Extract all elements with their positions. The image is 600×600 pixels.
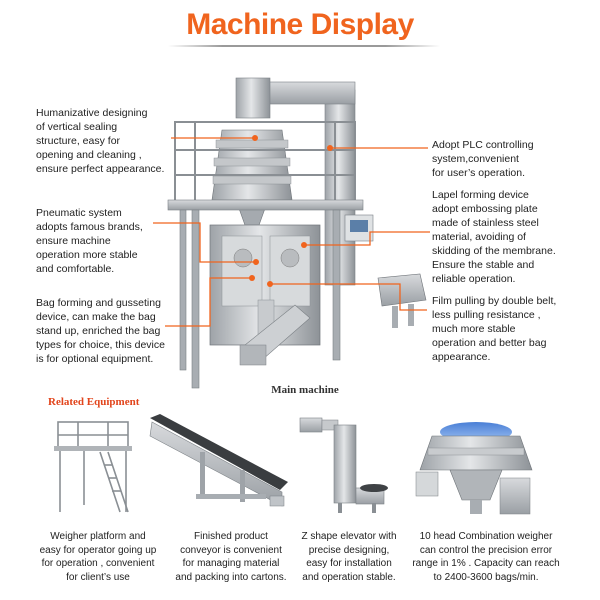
- callout-lines: [153, 137, 430, 327]
- right-note-text: Film pulling by double belt, less pullin…: [432, 295, 557, 363]
- equipment-combination-weigher: [415, 422, 533, 515]
- right-note-text: Adopt PLC controlling system,convenient …: [432, 139, 534, 179]
- left-note-text: Humanizative designing of vertical seali…: [36, 107, 165, 175]
- left-note-bag-forming: Bag forming and gusseting device, can ma…: [36, 296, 186, 366]
- equipment-caption-z-elevator: Z shape elevator with precise designing,…: [301, 531, 397, 583]
- title-underline: [168, 45, 440, 47]
- equipment-z-elevator: [299, 417, 388, 513]
- weigher-platform-deck: [54, 446, 132, 451]
- right-note-film-pulling: Film pulling by double belt, less pullin…: [432, 294, 594, 364]
- main-output-conveyor: [239, 304, 311, 366]
- callout-dots: [249, 135, 333, 287]
- related-equipment-heading: Related Equipment: [48, 396, 140, 408]
- main-weigher-head: [211, 129, 293, 229]
- equipment-finished-conveyor: [149, 414, 288, 507]
- main-machine-caption: Main machine: [271, 384, 339, 396]
- main-feeder-bowl: [377, 273, 427, 328]
- right-note-plc-control: Adopt PLC controlling system,convenient …: [432, 138, 582, 180]
- left-note-sealing-structure: Humanizative designing of vertical seali…: [36, 106, 176, 176]
- left-note-text: Bag forming and gusseting device, can ma…: [36, 297, 165, 365]
- equipment-weigher-platform: [57, 421, 129, 513]
- right-note-lapel-forming: Lapel forming device adopt embossing pla…: [432, 188, 592, 286]
- equipment-caption-conveyor: Finished product conveyor is convenient …: [175, 531, 287, 583]
- equipment-caption-combination-weigher: 10 head Combination weigher can control …: [412, 531, 560, 583]
- page-title: Machine Display: [186, 8, 414, 41]
- left-note-pneumatic-system: Pneumatic system adopts famous brands, e…: [36, 206, 166, 276]
- main-platform-legs: [179, 209, 341, 389]
- left-note-text: Pneumatic system adopts famous brands, e…: [36, 207, 143, 275]
- right-note-text: Lapel forming device adopt embossing pla…: [432, 189, 556, 285]
- equipment-caption-weigher-platform: Weigher platform and easy for operator g…: [39, 531, 157, 583]
